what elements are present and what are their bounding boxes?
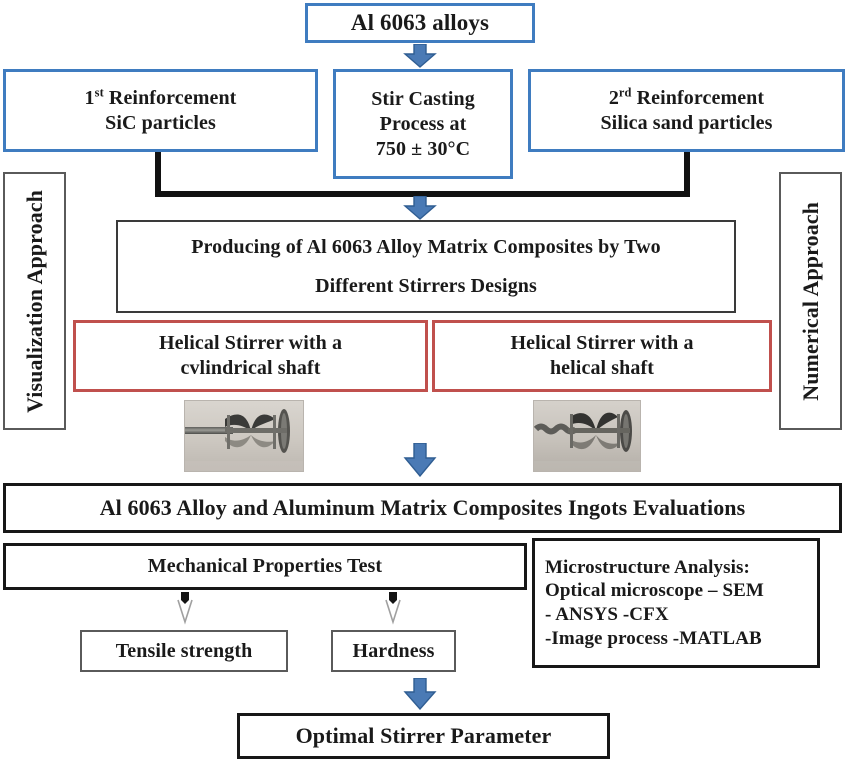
node-second-reinforcement-line1: 2rd Reinforcement xyxy=(608,84,765,109)
node-microstructure-line1: Microstructure Analysis: xyxy=(545,556,750,578)
label-visualization-approach: Visualization Approach xyxy=(3,172,66,430)
node-producing-line1: Producing of Al 6063 Alloy Matrix Compos… xyxy=(191,235,661,258)
node-second-reinforcement[interactable]: 2rd Reinforcement Silica sand particles xyxy=(528,69,845,152)
arrow-to-optimal-stirrer-parameter xyxy=(403,677,437,711)
node-stir-casting-line1: Stir Casting xyxy=(371,87,475,110)
node-stir-casting-process[interactable]: Stir Casting Process at 750 ± 30°C xyxy=(333,69,513,179)
node-ingots-evaluations[interactable]: Al 6063 Alloy and Aluminum Matrix Compos… xyxy=(3,483,842,533)
label-numerical-approach: Numerical Approach xyxy=(779,172,842,430)
arrow-reinforcements-to-producing xyxy=(403,195,437,220)
node-optimal-stirrer-parameter-label: Optimal Stirrer Parameter xyxy=(295,723,552,749)
helical-stirrer-helical-shaft-photo xyxy=(533,400,641,472)
node-second-reinforcement-line2: Silica sand particles xyxy=(600,111,773,134)
node-hardness-label: Hardness xyxy=(352,639,435,662)
node-al6063-alloys-label: Al 6063 alloys xyxy=(350,9,490,35)
node-microstructure-analysis[interactable]: Microstructure Analysis: Optical microsc… xyxy=(532,538,820,668)
connector-horizontal-bar xyxy=(155,191,690,197)
node-microstructure-line4: -Image process -MATLAB xyxy=(545,627,762,649)
node-helical-stirrer-helical-line1: Helical Stirrer with a xyxy=(510,332,694,354)
node-mechanical-properties-test-label: Mechanical Properties Test xyxy=(147,555,383,577)
node-hardness[interactable]: Hardness xyxy=(331,630,456,672)
node-stir-casting-line2: Process at xyxy=(379,112,467,135)
node-first-reinforcement-line2: SiC particles xyxy=(105,111,216,134)
node-first-reinforcement-line1: 1st Reinforcement xyxy=(84,84,237,109)
node-microstructure-line2: Optical microscope – SEM xyxy=(545,580,764,602)
node-stir-casting-line3: 750 ± 30°C xyxy=(375,137,471,160)
helical-stirrer-cylindrical-shaft-photo xyxy=(184,400,304,472)
node-producing-composites[interactable]: Producing of Al 6063 Alloy Matrix Compos… xyxy=(116,220,736,313)
node-helical-stirrer-cylindrical[interactable]: Helical Stirrer with a cvlindrical shaft xyxy=(73,320,428,392)
connector-left-vertical xyxy=(155,152,161,197)
node-helical-stirrer-helical-line2: helical shaft xyxy=(549,357,655,379)
node-microstructure-line3: - ANSYS -CFX xyxy=(545,604,669,625)
node-mechanical-properties-test[interactable]: Mechanical Properties Test xyxy=(3,543,527,590)
connector-right-vertical xyxy=(684,152,690,197)
node-helical-stirrer-helical[interactable]: Helical Stirrer with a helical shaft xyxy=(432,320,772,392)
label-visualization-approach-text: Visualization Approach xyxy=(21,189,47,413)
arrow-stirrers-to-evaluations xyxy=(403,442,437,478)
node-tensile-strength-label: Tensile strength xyxy=(115,639,253,662)
arrow-to-hardness xyxy=(382,592,404,628)
node-tensile-strength[interactable]: Tensile strength xyxy=(80,630,288,672)
node-optimal-stirrer-parameter[interactable]: Optimal Stirrer Parameter xyxy=(237,713,610,759)
node-helical-stirrer-cylindrical-line2: cvlindrical shaft xyxy=(180,357,321,379)
node-al6063-alloys[interactable]: Al 6063 alloys xyxy=(305,3,535,43)
node-first-reinforcement[interactable]: 1st Reinforcement SiC particles xyxy=(3,69,318,152)
arrow-to-tensile-strength xyxy=(174,592,196,628)
arrow-alloys-to-stircasting xyxy=(403,43,437,68)
node-producing-line2: Different Stirrers Designs xyxy=(315,274,537,297)
node-ingots-evaluations-label: Al 6063 Alloy and Aluminum Matrix Compos… xyxy=(99,495,746,521)
label-numerical-approach-text: Numerical Approach xyxy=(797,201,823,401)
node-helical-stirrer-cylindrical-line1: Helical Stirrer with a xyxy=(158,332,343,354)
